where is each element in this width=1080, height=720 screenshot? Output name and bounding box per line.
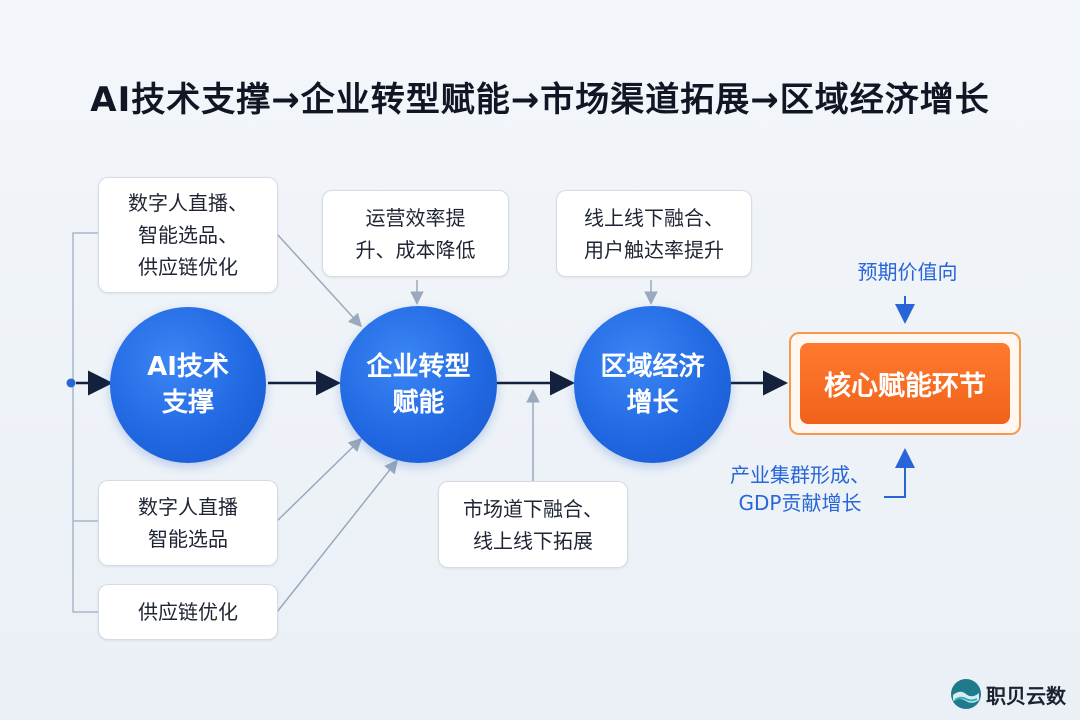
note-industry-cluster: 产业集群形成、 GDP贡献增长: [730, 463, 870, 515]
start-dot: [66, 378, 76, 388]
page-title: AI技术支撑→企业转型赋能→市场渠道拓展→区域经济增长: [90, 80, 990, 120]
brand-name: 职贝云数: [986, 683, 1066, 708]
annotation-arrows: [884, 296, 915, 498]
brand-logo-icon: [951, 679, 981, 709]
note-expected-value: 预期价值向: [857, 260, 958, 284]
node-regional-growth: 区域经济 增长: [574, 306, 731, 463]
input-arrows: [276, 233, 658, 613]
core-node: 核心赋能环节: [800, 343, 1010, 424]
node-ai-support: AI技术 支撑: [110, 307, 266, 463]
box-online-offline: 线上线下融合、 用户触达率提升: [556, 190, 752, 277]
left-bracket: [72, 232, 99, 613]
box-left-top: 数字人直播、 智能选品、 供应链优化: [98, 177, 278, 293]
box-left-mid: 数字人直播 智能选品: [98, 480, 278, 566]
brand-logo: 职贝云数: [950, 676, 1066, 712]
box-ops-efficiency: 运营效率提 升、成本降低: [322, 190, 509, 277]
box-market-channel: 市场道下融合、 线上线下拓展: [438, 481, 628, 568]
node-enterprise-transformation: 企业转型 赋能: [340, 306, 497, 463]
box-left-bottom: 供应链优化: [98, 584, 278, 640]
